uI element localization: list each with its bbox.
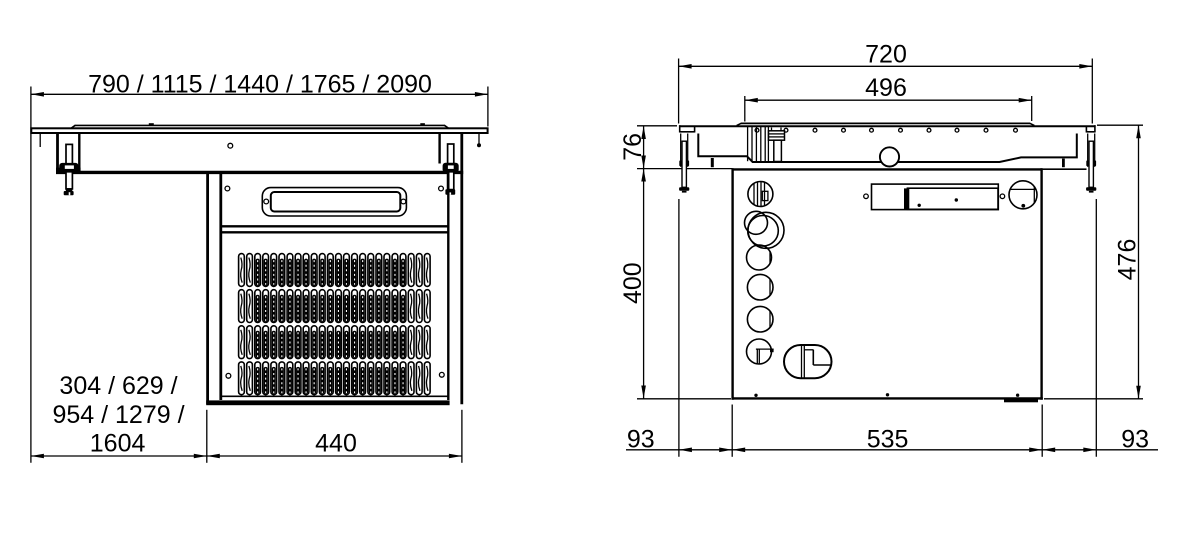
svg-text:440: 440: [315, 430, 357, 458]
svg-text:496: 496: [865, 74, 907, 102]
svg-text:304 / 629 /: 304 / 629 /: [59, 372, 177, 400]
svg-text:954 / 1279 /: 954 / 1279 /: [52, 401, 184, 429]
svg-text:93: 93: [627, 426, 655, 454]
svg-text:1604: 1604: [90, 430, 146, 458]
svg-text:76: 76: [619, 133, 647, 161]
svg-text:720: 720: [865, 40, 907, 68]
svg-text:93: 93: [1121, 426, 1149, 454]
svg-text:535: 535: [867, 425, 909, 453]
svg-text:790 / 1115 / 1440 / 1765 / 209: 790 / 1115 / 1440 / 1765 / 2090: [88, 70, 432, 98]
svg-text:476: 476: [1114, 239, 1142, 281]
svg-text:400: 400: [619, 262, 647, 304]
